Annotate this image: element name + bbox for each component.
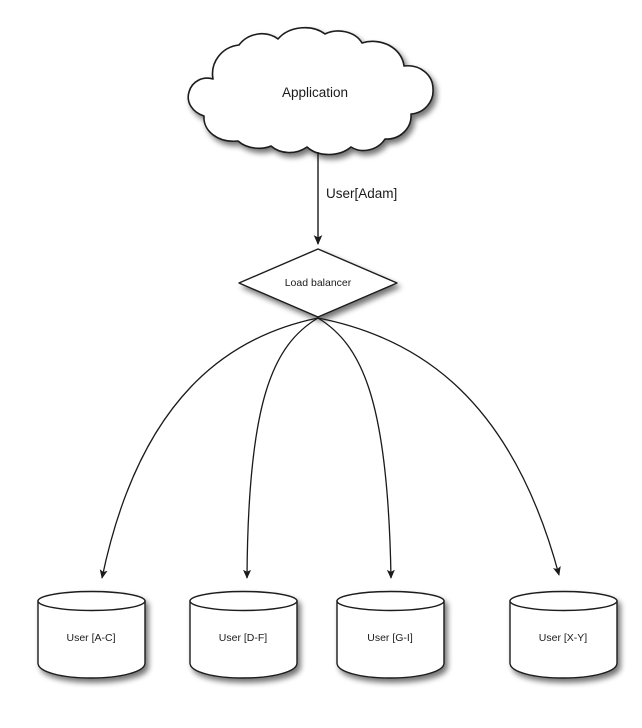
edge-group-load-balancer-to-databases — [99, 317, 561, 579]
edge-to-db-3 — [317, 317, 561, 576]
node-db-1-shape — [189, 590, 298, 679]
node-application-shape — [187, 26, 434, 156]
node-load-balancer-shape — [238, 248, 398, 318]
node-db-2-shape — [336, 590, 445, 679]
node-db-3-shape — [509, 590, 618, 679]
edge-to-db-0 — [99, 317, 319, 579]
edge-to-db-1 — [243, 317, 319, 579]
edge-to-db-2 — [317, 317, 395, 579]
node-db-0-shape — [37, 590, 146, 679]
